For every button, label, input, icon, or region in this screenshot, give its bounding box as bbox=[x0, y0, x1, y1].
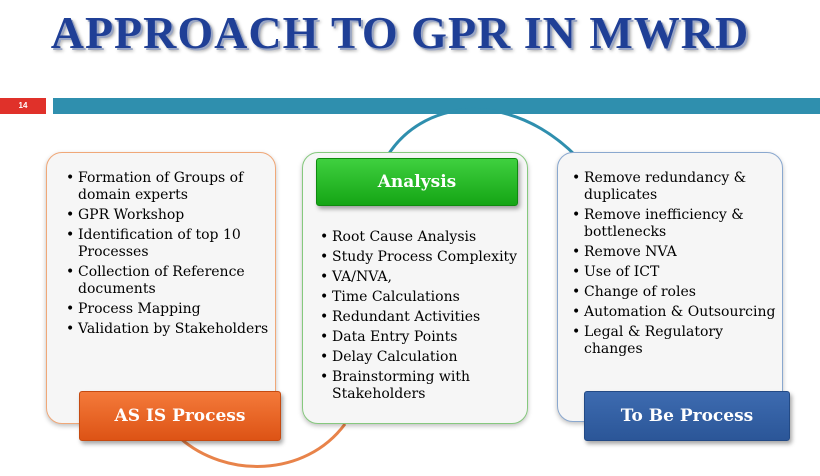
list-item: Data Entry Points bbox=[320, 329, 524, 346]
analysis-list: Root Cause Analysis Study Process Comple… bbox=[320, 229, 524, 406]
slide-number: 14 bbox=[0, 98, 46, 114]
top-flow-arc bbox=[383, 107, 580, 161]
list-item: Change of roles bbox=[572, 284, 777, 301]
list-item: Identification of top 10 Processes bbox=[66, 227, 272, 261]
analysis-label: Analysis bbox=[316, 158, 518, 206]
header-band bbox=[53, 98, 820, 114]
list-item: Collection of Reference documents bbox=[66, 264, 272, 298]
bottom-flow-arc bbox=[179, 423, 347, 468]
list-item: Formation of Groups of domain experts bbox=[66, 170, 272, 204]
as-is-label: AS IS Process bbox=[79, 391, 281, 441]
list-item: VA/NVA, bbox=[320, 269, 524, 286]
list-item: Process Mapping bbox=[66, 301, 272, 318]
list-item: Remove redundancy & duplicates bbox=[572, 170, 777, 204]
list-item: Brainstorming with Stakeholders bbox=[320, 369, 524, 403]
list-item: Study Process Complexity bbox=[320, 249, 524, 266]
list-item: Remove inefficiency & bottlenecks bbox=[572, 207, 777, 241]
list-item: Legal & Regulatory changes bbox=[572, 324, 777, 358]
slide-title: APPROACH TO GPR IN MWRD bbox=[50, 7, 750, 58]
list-item: Use of ICT bbox=[572, 264, 777, 281]
list-item: Validation by Stakeholders bbox=[66, 321, 272, 338]
as-is-list: Formation of Groups of domain experts GP… bbox=[66, 170, 272, 341]
to-be-list: Remove redundancy & duplicates Remove in… bbox=[572, 170, 777, 361]
list-item: Time Calculations bbox=[320, 289, 524, 306]
list-item: Delay Calculation bbox=[320, 349, 524, 366]
list-item: GPR Workshop bbox=[66, 207, 272, 224]
list-item: Redundant Activities bbox=[320, 309, 524, 326]
list-item: Root Cause Analysis bbox=[320, 229, 524, 246]
list-item: Automation & Outsourcing bbox=[572, 304, 777, 321]
list-item: Remove NVA bbox=[572, 244, 777, 261]
to-be-label: To Be Process bbox=[584, 391, 790, 441]
